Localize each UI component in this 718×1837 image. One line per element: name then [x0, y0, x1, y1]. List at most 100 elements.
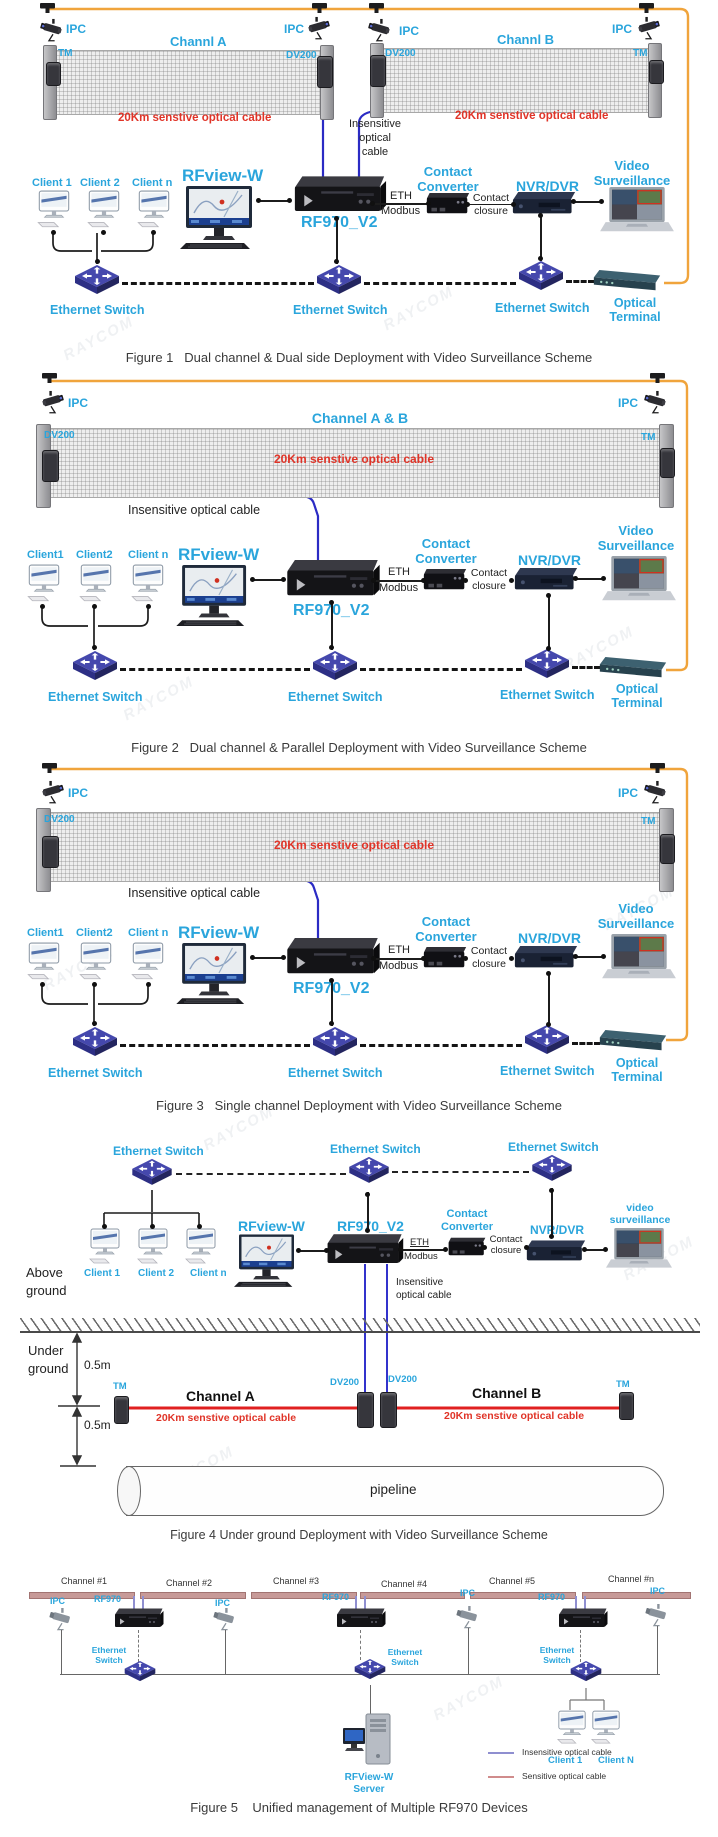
client-pc-icon	[78, 564, 114, 606]
rf970-label: RF970	[322, 1592, 350, 1602]
connector-dot	[296, 1248, 301, 1253]
connector-line	[225, 1630, 226, 1674]
ipc-camera-icon	[38, 780, 64, 806]
connector-dot	[281, 577, 286, 582]
camera-mount-icon	[40, 762, 60, 774]
label-line: Surveillance	[593, 172, 671, 188]
label-line: Contact	[470, 567, 508, 579]
connector-line	[252, 579, 284, 581]
rfview-label: RFview-W	[182, 166, 264, 185]
depth-label: 0.5m	[84, 1358, 111, 1372]
label-line: Contact	[423, 164, 473, 179]
connector-dot	[538, 256, 543, 261]
connector-line	[360, 1630, 361, 1660]
connector-line	[551, 1188, 553, 1238]
eth-label: ETH	[388, 566, 410, 578]
nvr-label: NVR/DVR	[518, 930, 582, 946]
ethernet-dashed-link	[566, 280, 594, 283]
insensitive-cable-orange-fig2	[49, 379, 689, 672]
camera-mount-icon	[38, 2, 58, 14]
connector-dot	[102, 1224, 107, 1229]
tm-unit-label: TM	[641, 816, 656, 827]
connector-dot	[573, 954, 578, 959]
label-line: Under	[28, 1343, 64, 1358]
sensitive-cable-label: 20Km senstive optical cable	[273, 838, 435, 852]
label-line: Optical	[615, 682, 659, 696]
client-pc-icon	[184, 1228, 218, 1268]
video-surveillance-label: Video Surveillance	[592, 158, 672, 189]
connector-dot	[546, 593, 551, 598]
ethernet-switch-label: Ethernet Switch	[495, 301, 590, 315]
ipc-label: IPC	[460, 1588, 476, 1598]
legend-label: Insensitive optical cable	[522, 1747, 612, 1757]
ethernet-dashed-link	[360, 1044, 522, 1047]
connector-dot	[573, 576, 578, 581]
ethernet-switch-icon	[74, 264, 120, 302]
dv200-device	[380, 1392, 397, 1428]
rfview-workstation-icon	[176, 565, 258, 627]
client-bracket-fig1	[52, 233, 154, 264]
ipc-label: IPC	[618, 786, 639, 800]
insensitive-drop	[355, 1596, 357, 1612]
connector-dot	[601, 954, 606, 959]
connector-dot	[546, 1022, 551, 1027]
eth-label: ETH	[390, 190, 412, 202]
connector-dot	[599, 199, 604, 204]
label-line: Contact	[446, 1208, 488, 1220]
tm-device	[114, 1396, 129, 1424]
client-label: Client2	[76, 549, 113, 561]
insensitive-line: optical	[359, 131, 391, 144]
label-line: Switch	[95, 1654, 123, 1665]
connector-dot	[463, 956, 468, 961]
connector-line	[373, 203, 429, 205]
label-line: surveillance	[609, 1214, 671, 1227]
nvr-icon	[512, 192, 576, 217]
rf970-label: RF970_V2	[301, 214, 378, 231]
tm-unit-label: TM	[633, 48, 648, 59]
camera-mount-icon	[648, 762, 668, 774]
label-line: Terminal	[611, 696, 663, 711]
ipc-camera-icon	[645, 1604, 666, 1627]
ethernet-switch-label: Ethernet Switch	[536, 1645, 578, 1666]
optical-terminal-icon	[598, 1028, 668, 1054]
client-label: Client1	[27, 549, 64, 561]
contact-closure-label: Contact closure	[466, 945, 512, 971]
dv200-device	[42, 450, 59, 482]
connector-dot	[51, 230, 56, 235]
camera-mount-icon	[648, 372, 668, 384]
connector-dot	[250, 955, 255, 960]
connector-dot	[40, 982, 45, 987]
connector-line	[576, 956, 604, 958]
tm-device	[649, 60, 664, 84]
nvr-icon	[514, 568, 578, 593]
client-pc-icon	[88, 1228, 122, 1268]
channel-b-title: Channl B	[497, 32, 555, 47]
label-line: Terminal	[609, 310, 661, 325]
sensitive-channel-bar	[360, 1592, 465, 1599]
channel-segment-label: Channel #n	[608, 1574, 655, 1584]
nvr-label: NVR/DVR	[516, 178, 580, 194]
connector-dot	[549, 1234, 554, 1239]
channel-b-label: Channel B	[472, 1385, 542, 1401]
tm-device	[46, 62, 61, 86]
ethernet-switch-icon	[518, 260, 564, 298]
ethernet-switch-icon	[316, 264, 362, 302]
label-line: closure	[484, 1245, 528, 1257]
ethernet-switch-icon	[524, 1024, 570, 1062]
management-bus-line	[60, 1674, 660, 1675]
connector-line	[584, 1249, 606, 1251]
client-label: Client 2	[80, 177, 120, 189]
insensitive-cable-label: Insensitive optical cable	[128, 886, 261, 900]
label-line: Optical	[615, 1056, 659, 1070]
connector-dot	[151, 230, 156, 235]
connector-line	[138, 1630, 139, 1662]
pipeline-body	[126, 1466, 664, 1516]
connector-dot	[538, 213, 543, 218]
label-line: ground	[26, 1282, 67, 1298]
contact-converter-icon	[422, 569, 468, 593]
ethernet-switch-icon	[531, 1154, 573, 1188]
connector-dot	[92, 645, 97, 650]
connector-dot	[443, 1247, 448, 1252]
surveillance-laptop-icon	[602, 556, 676, 604]
dv200-unit-label: DV200	[44, 814, 75, 825]
